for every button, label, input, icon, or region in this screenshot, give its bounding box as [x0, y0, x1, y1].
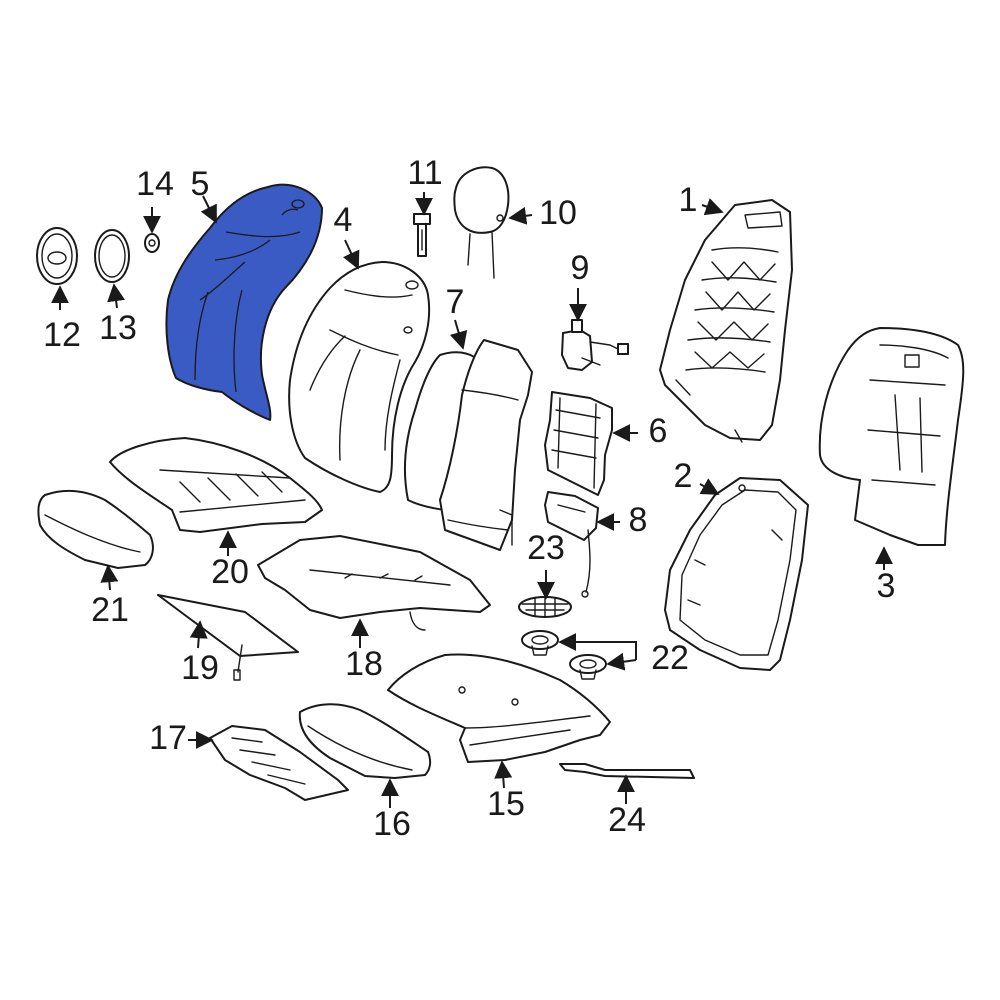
part-22-fan-b[interactable] — [569, 654, 607, 680]
callout-5: 5 — [191, 165, 210, 203]
callout-11: 11 — [407, 154, 442, 192]
callout-8: 8 — [629, 501, 648, 539]
part-23-vent-grille[interactable] — [518, 596, 572, 618]
part-10-headrest[interactable] — [453, 166, 510, 279]
part-19-cover-sheet[interactable] — [157, 594, 299, 681]
part-17-thigh-frame[interactable] — [209, 725, 349, 801]
part-8-bolster-module[interactable] — [544, 491, 599, 598]
callout-3: 3 — [877, 567, 896, 605]
part-6-lumbar-support[interactable] — [544, 391, 613, 496]
callout-4: 4 — [334, 201, 353, 239]
part-24-rod[interactable] — [559, 763, 695, 779]
part-9-actuator[interactable] — [561, 319, 629, 371]
part-18-cushion-frame[interactable] — [257, 535, 491, 631]
part-4-backrest-pad[interactable] — [288, 261, 431, 493]
part-3-rear-shell[interactable] — [818, 327, 965, 546]
callout-17: 17 — [149, 719, 187, 757]
part-22-fan-a[interactable] — [521, 630, 559, 656]
part-14-clip[interactable] — [144, 233, 160, 253]
part-5-backrest-cover[interactable] — [165, 183, 323, 421]
part-11-guide[interactable] — [413, 213, 431, 257]
callout-9: 9 — [571, 249, 590, 287]
callout-6: 6 — [649, 412, 668, 450]
callout-16: 16 — [373, 805, 411, 843]
callout-24: 24 — [608, 801, 646, 839]
part-1-backrest-frame[interactable] — [659, 199, 793, 443]
leader-lines — [51, 192, 893, 808]
part-7-back-panel[interactable] — [403, 339, 533, 551]
callout-23: 23 — [527, 529, 565, 567]
callout-14: 14 — [136, 165, 174, 203]
callout-1: 1 — [679, 181, 698, 219]
callout-labels: 1 2 3 4 5 6 7 8 9 10 11 12 13 14 15 16 1… — [43, 154, 895, 843]
callout-2: 2 — [674, 457, 693, 495]
callout-10: 10 — [539, 194, 577, 232]
callout-19: 19 — [181, 649, 219, 687]
part-15-cushion-base[interactable] — [387, 653, 611, 763]
callout-22: 22 — [651, 639, 689, 677]
callout-13: 13 — [99, 309, 137, 347]
callout-12: 12 — [43, 316, 81, 354]
part-20-cushion-pad[interactable] — [109, 437, 323, 533]
callout-7: 7 — [446, 283, 465, 321]
callout-21: 21 — [91, 591, 129, 629]
part-13-ring[interactable] — [94, 229, 130, 283]
callout-18: 18 — [345, 645, 383, 683]
callout-15: 15 — [487, 785, 525, 823]
part-16-thigh-pad[interactable] — [298, 703, 432, 779]
callout-20: 20 — [211, 553, 249, 591]
part-21-side-pad[interactable] — [37, 489, 154, 569]
part-2-rear-frame[interactable] — [664, 477, 809, 671]
part-12-emblem[interactable] — [36, 227, 78, 285]
